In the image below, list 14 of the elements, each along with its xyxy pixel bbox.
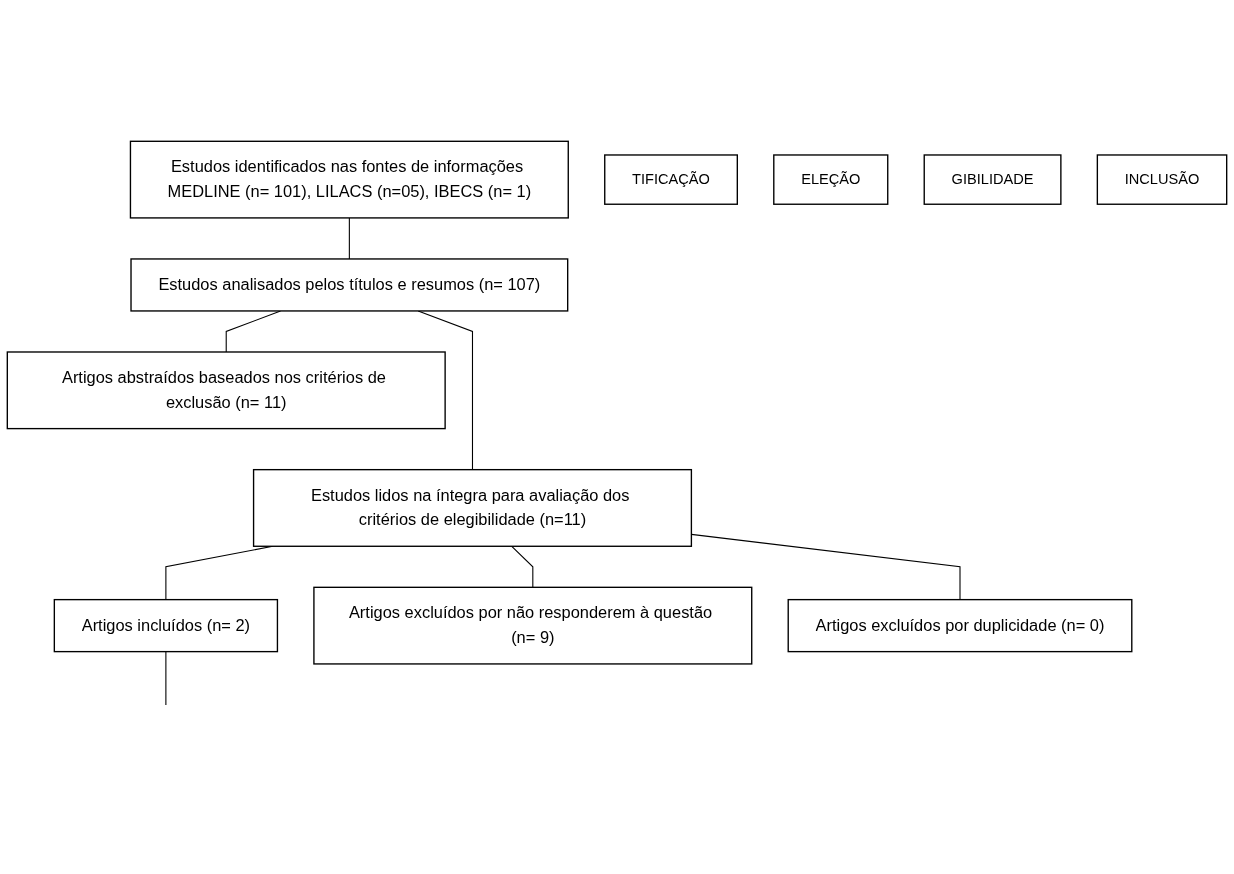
node-box: Artigos excluídos por duplicidade (n= 0)	[787, 599, 1133, 653]
node-box: Estudos identificados nas fontes de informações MEDLINE (n= 101), LILACS (n=05), IBECS (n= 1)	[129, 140, 569, 219]
connector	[511, 545, 534, 589]
node-box: Artigos abstraídos baseados nos critérios de exclusão (n= 11)	[6, 351, 446, 430]
node-box: Artigos excluídos por não responderem à questão (n= 9)	[313, 586, 753, 665]
node-box: Estudos analisados pelos títulos e resumos (n= 107)	[130, 258, 569, 312]
node-box: ELEÇÃO	[773, 154, 889, 206]
node-box: Estudos lidos na íntegra para avaliação dos critérios de elegibilidade (n=11)	[252, 469, 693, 548]
node-box: TIFICAÇÃO	[604, 154, 738, 206]
node-box: INCLUSÃO	[1096, 154, 1228, 206]
node-box: Artigos incluídos (n= 2)	[53, 599, 279, 653]
connector	[348, 217, 350, 260]
node-box: GIBILIDADE	[923, 154, 1062, 206]
connector	[165, 651, 167, 706]
